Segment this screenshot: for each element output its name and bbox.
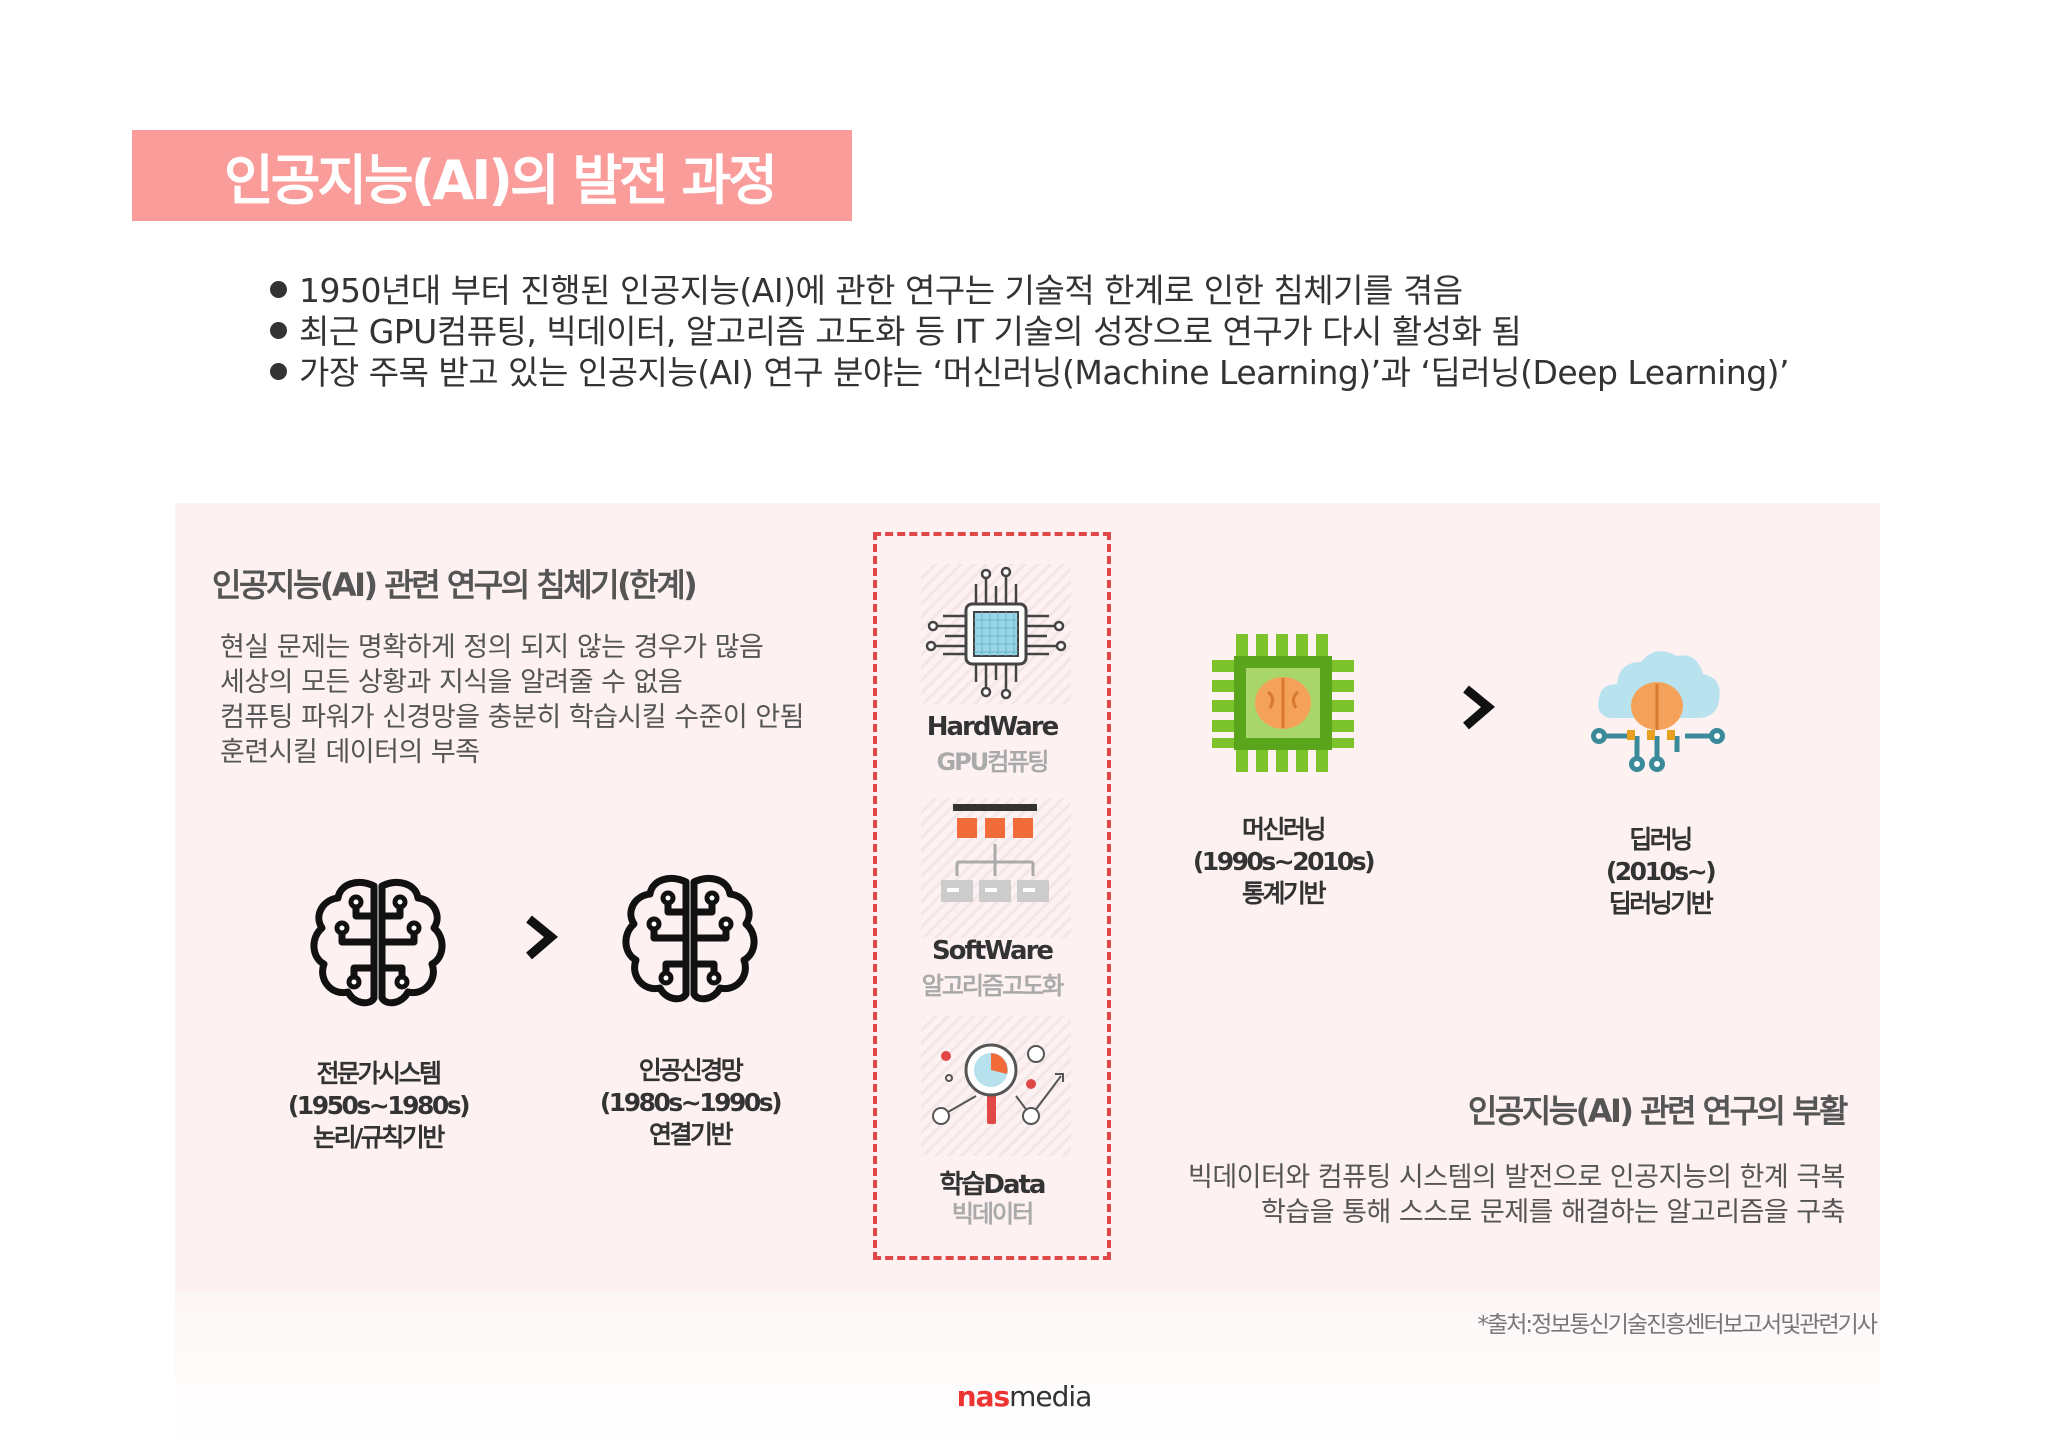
revival-description: 빅데이터와 컴퓨팅 시스템의 발전으로 인공지능의 한계 극복 학습을 통해 스… bbox=[1188, 1160, 1846, 1230]
stagnation-heading: 인공지능(AI) 관련 연구의 침체기(한계) bbox=[212, 566, 698, 604]
stagnation-description: 현실 문제는 명확하게 정의 되지 않는 경우가 많음 세상의 모든 상황과 지… bbox=[220, 630, 804, 770]
stage-basis: 통계기반 bbox=[1241, 879, 1327, 908]
revival-heading: 인공지능(AI) 관련 연구의 부활 bbox=[1467, 1092, 1849, 1130]
logo-part: media bbox=[1009, 1380, 1092, 1413]
bullet-item: 최근 GPU컴퓨팅, 빅데이터, 알고리즘 고도화 등 IT 기술의 성장으로 … bbox=[270, 311, 1870, 352]
software-subtitle: 알고리즘고도화 bbox=[921, 972, 1065, 1000]
bullet-item: 가장 주목 받고 있는 인공지능(AI) 연구 분야는 ‘머신러닝(Machin… bbox=[270, 352, 1870, 393]
stage-basis: 연결기반 bbox=[648, 1120, 734, 1149]
neural-network-label: 인공신경망 (1980s~1990s) 연결기반 bbox=[580, 1055, 800, 1151]
nasmedia-logo: nasmedia bbox=[0, 1380, 2048, 1413]
data-subtitle: 빅데이터 bbox=[951, 1200, 1034, 1228]
stage-name: 전문가시스템 bbox=[316, 1059, 442, 1088]
data-analysis-icon bbox=[921, 1016, 1071, 1156]
deep-learning-cloud-icon bbox=[1591, 651, 1725, 772]
description-line: 컴퓨팅 파워가 신경망을 충분히 학습시킬 수준이 안됨 bbox=[220, 702, 804, 733]
brain-icon bbox=[622, 875, 758, 1003]
panel-fade bbox=[175, 1293, 1880, 1448]
deep-learning-label: 딥러닝 (2010s~) 딥러닝기반 bbox=[1550, 824, 1770, 920]
source-note: *출처:정보통신기술진흥센터보고서및관련기사 bbox=[1477, 1312, 1878, 1338]
software-title: SoftWare bbox=[931, 936, 1054, 966]
title-banner: 인공지능(AI)의 발전 과정 bbox=[132, 130, 852, 221]
stage-period: (1980s~1990s) bbox=[599, 1088, 783, 1117]
stage-basis: 딥러닝기반 bbox=[1608, 889, 1714, 918]
logo-part: nas bbox=[956, 1380, 1010, 1413]
stage-period: (2010s~) bbox=[1605, 857, 1717, 886]
description-line: 학습을 통해 스스로 문제를 해결하는 알고리즘을 구축 bbox=[1261, 1197, 1845, 1228]
stage-period: (1990s~2010s) bbox=[1192, 847, 1376, 876]
bullet-text: 1950년대 부터 진행된 인공지능(AI)에 관한 연구는 기술적 한계로 인… bbox=[299, 271, 1463, 310]
page-title: 인공지능(AI)의 발전 과정 bbox=[224, 149, 778, 212]
chip-icon bbox=[921, 564, 1071, 704]
description-line: 훈련시킬 데이터의 부족 bbox=[220, 737, 480, 768]
brain-icon bbox=[310, 879, 446, 1007]
chevron-right-icon bbox=[526, 915, 558, 960]
bullet-dot-icon bbox=[270, 281, 287, 298]
stage-name: 인공신경망 bbox=[638, 1056, 744, 1085]
bullet-dot-icon bbox=[270, 322, 287, 339]
machine-learning-label: 머신러닝 (1990s~2010s) 통계기반 bbox=[1173, 814, 1393, 910]
bullet-text: 가장 주목 받고 있는 인공지능(AI) 연구 분야는 ‘머신러닝(Machin… bbox=[299, 353, 1790, 392]
stage-name: 머신러닝 bbox=[1241, 815, 1327, 844]
hardware-title: HardWare bbox=[926, 712, 1060, 742]
key-factors-box: HardWare GPU컴퓨팅 SoftWare 알고리즘고도화 bbox=[873, 532, 1111, 1260]
bullet-list: 1950년대 부터 진행된 인공지능(AI)에 관한 연구는 기술적 한계로 인… bbox=[270, 270, 1870, 393]
stage-name: 딥러닝 bbox=[1629, 825, 1693, 854]
stage-basis: 논리/규칙기반 bbox=[313, 1123, 445, 1152]
machine-learning-chip-icon bbox=[1212, 634, 1354, 772]
expert-system-label: 전문가시스템 (1950s~1980s) 논리/규칙기반 bbox=[268, 1058, 488, 1154]
hardware-subtitle: GPU컴퓨팅 bbox=[936, 748, 1049, 776]
chevron-right-icon bbox=[1463, 685, 1495, 730]
algorithm-icon bbox=[921, 798, 1071, 938]
data-title: 학습Data bbox=[939, 1170, 1047, 1200]
description-line: 세상의 모든 상황과 지식을 알려줄 수 없음 bbox=[220, 667, 683, 698]
bullet-item: 1950년대 부터 진행된 인공지능(AI)에 관한 연구는 기술적 한계로 인… bbox=[270, 270, 1870, 311]
description-line: 현실 문제는 명확하게 정의 되지 않는 경우가 많음 bbox=[220, 632, 764, 663]
bullet-dot-icon bbox=[270, 363, 287, 380]
description-line: 빅데이터와 컴퓨팅 시스템의 발전으로 인공지능의 한계 극복 bbox=[1188, 1162, 1846, 1193]
bullet-text: 최근 GPU컴퓨팅, 빅데이터, 알고리즘 고도화 등 IT 기술의 성장으로 … bbox=[299, 312, 1522, 351]
stage-period: (1950s~1980s) bbox=[287, 1091, 471, 1120]
